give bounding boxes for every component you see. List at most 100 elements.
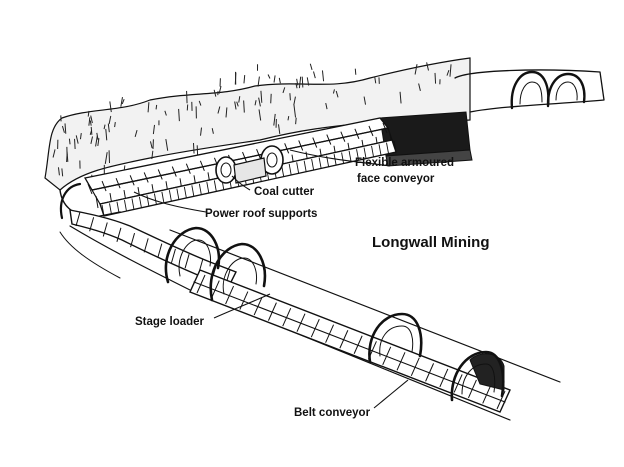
rock-texture-stroke <box>293 104 297 118</box>
belt-idler-frame <box>410 357 420 377</box>
conveyor-flight <box>146 195 150 207</box>
rock-texture-stroke <box>278 77 281 84</box>
conveyor-flight <box>296 162 300 174</box>
conveyor-flight <box>153 193 157 205</box>
belt-idler-frame <box>196 274 206 294</box>
face-end-arch <box>59 182 82 220</box>
roof-support-canopy <box>298 140 304 151</box>
rock-texture-stroke <box>151 150 154 160</box>
roof-support-canopy <box>242 151 247 163</box>
roof-support-canopy <box>129 175 135 186</box>
rock-texture-stroke <box>243 74 246 84</box>
rock-texture-stroke <box>257 76 260 87</box>
roof-support-canopy <box>326 134 332 145</box>
rock-texture-stroke <box>68 138 71 145</box>
rock-texture-stroke <box>120 97 123 107</box>
conveyor-flight <box>348 150 352 162</box>
rock-texture-stroke <box>273 113 276 126</box>
roof-support-canopy <box>312 137 318 148</box>
rock-texture-stroke <box>309 63 313 71</box>
rock-texture-stroke <box>114 121 116 128</box>
roof-support-canopy <box>157 169 163 180</box>
conveyor-flight <box>311 158 315 171</box>
rock-texture-stroke <box>90 115 93 124</box>
coal-cutter-machine <box>215 145 284 184</box>
conveyor-flight <box>183 186 187 199</box>
roof-support-canopy <box>199 160 205 171</box>
rock-texture-stroke <box>306 77 310 86</box>
stage-loader-link <box>75 211 81 227</box>
roof-support-canopy <box>256 148 262 160</box>
belt-idler-frame <box>210 280 220 299</box>
rock-texture-stroke <box>313 71 316 79</box>
rock-texture-stroke <box>254 100 257 106</box>
belt-idler-frame <box>396 352 406 371</box>
belt-idler-frame <box>253 296 263 316</box>
rock-texture-stroke <box>295 82 298 89</box>
rock-texture-stroke <box>164 110 167 116</box>
rock-texture-stroke <box>64 123 67 134</box>
rock-texture-stroke <box>234 72 237 85</box>
conveyor-flight <box>288 163 292 176</box>
stage-loader-link <box>143 238 149 253</box>
rock-texture-stroke <box>236 101 239 107</box>
rock-texture-stroke <box>225 107 228 118</box>
rock-texture-stroke <box>61 168 64 177</box>
rock-texture-stroke <box>178 108 180 122</box>
rock-texture-stroke <box>95 135 98 147</box>
rock-texture-stroke <box>57 167 60 176</box>
roof-support-canopy <box>115 178 121 189</box>
rock-texture-stroke <box>218 85 222 94</box>
rock-texture-stroke <box>399 91 402 104</box>
rock-texture-stroke <box>335 90 339 98</box>
rock-texture-stroke <box>217 106 221 114</box>
stage-loader-link <box>157 243 163 258</box>
rock-texture-stroke <box>121 99 125 105</box>
roof-support-canopy <box>340 131 346 142</box>
rock-texture-stroke <box>147 102 150 113</box>
belt-idler-frame <box>382 346 392 366</box>
belt-idler-frame <box>353 335 363 354</box>
label-face-conveyor-line2: face conveyor <box>357 173 435 185</box>
rock-texture-stroke <box>414 64 418 75</box>
label-roof-supports: Power roof supports <box>205 208 317 220</box>
rock-texture-stroke <box>243 100 245 113</box>
rock-texture-stroke <box>79 133 82 140</box>
conveyor-flight <box>356 149 360 161</box>
conveyor-flight <box>303 160 307 172</box>
conveyor-flight <box>101 204 105 217</box>
belt-idler-frame <box>439 368 449 388</box>
label-stage-loader: Stage loader <box>135 316 205 328</box>
rock-texture-stroke <box>61 125 65 133</box>
rock-texture-stroke <box>363 96 367 105</box>
rock-texture-stroke <box>354 68 357 75</box>
rock-texture-stroke <box>374 77 377 84</box>
belt-idler-frame <box>282 307 292 327</box>
rock-texture-stroke <box>234 101 237 110</box>
rock-texture-stroke <box>293 96 296 106</box>
rock-texture-stroke <box>446 69 450 76</box>
roof-support-canopy <box>354 128 360 139</box>
belt-idler-frame <box>325 324 335 343</box>
rock-texture-stroke <box>66 151 69 162</box>
stage-loader-link <box>130 232 136 248</box>
belt-idler-frame <box>267 302 277 321</box>
conveyor-flight <box>386 142 389 154</box>
rock-texture-stroke <box>238 96 241 103</box>
conveyor-flight <box>176 188 180 200</box>
tailgate-roadway <box>454 69 605 113</box>
conveyor-flight <box>371 145 374 158</box>
rock-texture-stroke <box>426 62 429 71</box>
rock-texture-stroke <box>87 110 90 117</box>
conveyor-flight <box>341 152 345 164</box>
rock-texture-stroke <box>104 152 108 164</box>
roof-support-canopy <box>284 143 290 154</box>
rock-texture-stroke <box>165 138 169 151</box>
conveyor-flight <box>213 180 217 192</box>
roof-support-canopy <box>185 163 191 174</box>
diagram-title: Longwall Mining <box>372 234 489 251</box>
rock-texture-stroke <box>321 70 325 82</box>
belt-idler-frame <box>453 374 463 393</box>
stage-loader-link <box>102 222 108 237</box>
